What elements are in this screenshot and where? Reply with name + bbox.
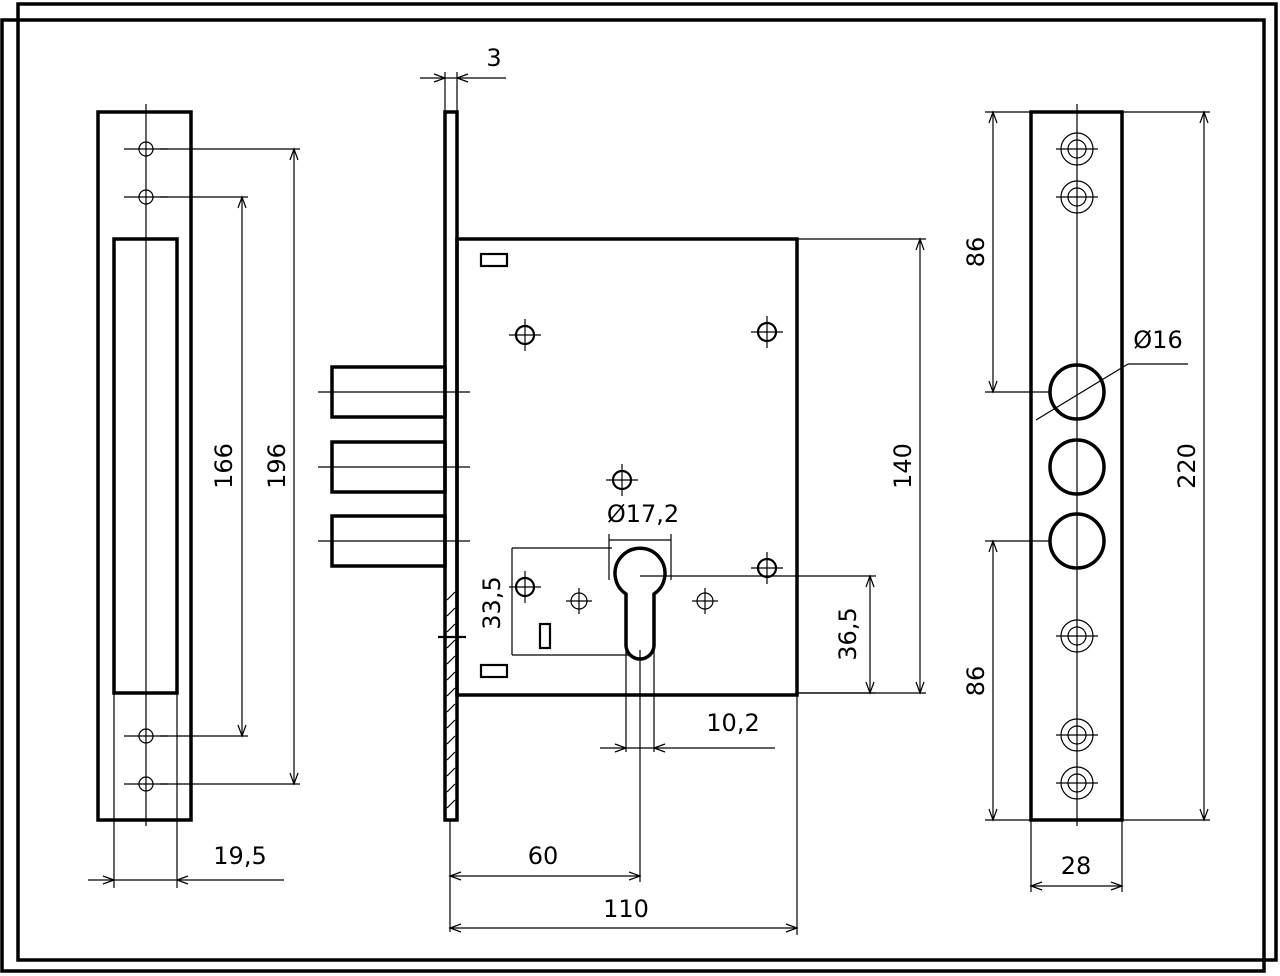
dim-28: 28 bbox=[1061, 852, 1092, 880]
bolt bbox=[318, 365, 470, 419]
bolt bbox=[318, 514, 470, 568]
mount-hole bbox=[509, 319, 541, 351]
dim-33-5: 33,5 bbox=[478, 576, 506, 629]
dim-60: 60 bbox=[528, 842, 559, 870]
dim-86-bottom: 86 bbox=[962, 666, 990, 697]
screw-hole bbox=[1056, 766, 1098, 800]
strike-plate-view bbox=[88, 104, 300, 888]
screw-hole bbox=[1056, 132, 1098, 166]
bolt bbox=[318, 440, 470, 494]
mount-hole bbox=[751, 316, 783, 348]
dim-140: 140 bbox=[889, 443, 917, 489]
mount-hole-small bbox=[692, 588, 718, 614]
dim-bolt-diameter: Ø16 bbox=[1133, 326, 1182, 354]
faceplate-front-view bbox=[985, 104, 1210, 892]
mount-hole bbox=[751, 552, 783, 584]
mount-hole-small bbox=[566, 588, 592, 614]
cylinder-cutout bbox=[613, 546, 667, 661]
dim-10-2: 10,2 bbox=[706, 709, 759, 737]
screw-hole bbox=[1056, 180, 1098, 214]
dim-196: 196 bbox=[263, 443, 291, 489]
mount-hole bbox=[606, 464, 638, 496]
dim-3: 3 bbox=[486, 44, 501, 72]
dim-110: 110 bbox=[603, 895, 649, 923]
lock-body-view bbox=[318, 72, 926, 935]
dim-166: 166 bbox=[210, 443, 238, 489]
dim-36-5: 36,5 bbox=[834, 607, 862, 660]
faceplate-hatch bbox=[446, 591, 456, 809]
bolt-hole bbox=[1048, 438, 1106, 496]
screw-hole bbox=[1056, 619, 1098, 653]
dim-cylinder-diameter: Ø17,2 bbox=[607, 500, 679, 528]
dim-19-5: 19,5 bbox=[213, 842, 266, 870]
dim-220: 220 bbox=[1173, 443, 1201, 489]
dim-86-top: 86 bbox=[962, 237, 990, 268]
screw-hole bbox=[1056, 718, 1098, 752]
mount-hole bbox=[509, 571, 541, 603]
